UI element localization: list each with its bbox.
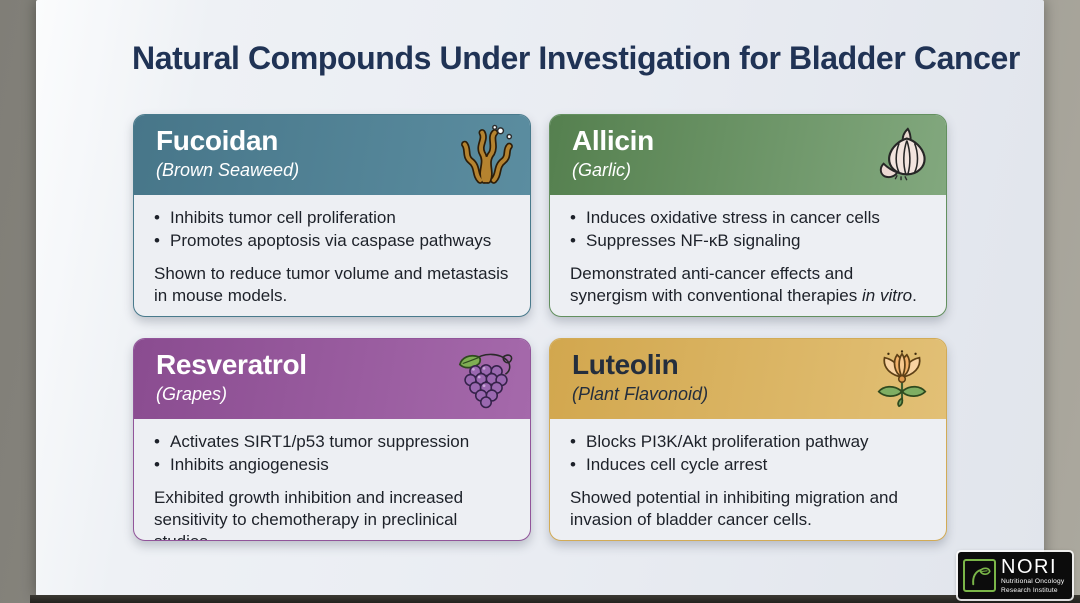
card-fucoidan-body: • Inhibits tumor cell proliferation • Pr… — [134, 195, 530, 315]
bullet-text: Blocks PI3K/Akt proliferation pathway — [586, 432, 869, 451]
card-fucoidan: Fucoidan (Brown Seaweed) — [133, 114, 531, 317]
bullet-marker: • — [570, 231, 576, 251]
card-luteolin: Luteolin (Plant Flavonoid) — [549, 338, 947, 541]
card-resveratrol-body: • Activates SIRT1/p53 tumor suppression … — [134, 419, 530, 540]
card-allicin-header: Allicin (Garlic) — [550, 115, 946, 195]
compound-name: Resveratrol — [156, 349, 307, 380]
card-luteolin-header: Luteolin (Plant Flavonoid) — [550, 339, 946, 419]
card-summary: Showed potential in inhibiting migration… — [570, 488, 898, 530]
bullet-item: • Promotes apoptosis via caspase pathway… — [154, 230, 516, 252]
compound-source: (Grapes) — [156, 383, 228, 404]
bullet-marker: • — [570, 432, 576, 451]
bullet-text: Activates SIRT1/p53 tumor suppression — [170, 432, 470, 451]
card-summary: Demonstrated anti-cancer effects and syn… — [570, 264, 917, 306]
slide-background: Natural Compounds Under Investigation fo… — [36, 0, 1044, 596]
nori-subline2: Research Institute — [1001, 586, 1058, 594]
compound-source: (Garlic) — [572, 159, 631, 180]
card-resveratrol: Resveratrol (Grapes) — [133, 338, 531, 541]
nori-acronym: NORI — [1001, 555, 1057, 578]
bullet-text: Inhibits tumor cell proliferation — [170, 208, 396, 227]
bullet-item: • Inhibits tumor cell proliferation — [154, 207, 516, 229]
bullet-item: • Induces cell cycle arrest — [570, 454, 932, 476]
card-summary: Exhibited growth inhibition and increase… — [154, 488, 464, 540]
bullet-item: • Activates SIRT1/p53 tumor suppression — [154, 431, 516, 453]
bullet-text: Suppresses NF-κB signaling — [586, 231, 801, 251]
leaf-icon — [971, 566, 991, 585]
bullet-text: Inhibits angiogenesis — [170, 455, 329, 475]
grapes-icon — [458, 353, 513, 409]
bullet-marker: • — [154, 432, 160, 451]
screen-bottom-edge — [30, 595, 1080, 603]
bullet-marker: • — [154, 208, 160, 227]
bullet-text: Induces oxidative stress in cancer cells — [586, 208, 880, 227]
nori-logo-text: NORI Nutritional Oncology Research Insti… — [1001, 557, 1064, 595]
card-fucoidan-header: Fucoidan (Brown Seaweed) — [134, 115, 530, 195]
compound-source: (Plant Flavonoid) — [572, 383, 709, 404]
card-resveratrol-header: Resveratrol (Grapes) — [134, 339, 530, 419]
page-title: Natural Compounds Under Investigation fo… — [132, 40, 1020, 76]
card-luteolin-body: • Blocks PI3K/Akt proliferation pathway … — [550, 419, 946, 539]
compound-source: (Brown Seaweed) — [156, 159, 300, 180]
bullet-marker: • — [154, 455, 160, 475]
garlic-icon — [879, 127, 926, 181]
seaweed-icon — [461, 124, 513, 184]
compound-name: Allicin — [572, 125, 654, 156]
compound-name: Fucoidan — [156, 125, 279, 156]
card-allicin-body: • Induces oxidative stress in cancer cel… — [550, 195, 946, 315]
compound-name: Luteolin — [572, 349, 679, 380]
bullet-item: • Suppresses NF-κB signaling — [570, 230, 932, 252]
bullet-text: Induces cell cycle arrest — [586, 455, 768, 475]
nori-logo: NORI Nutritional Oncology Research Insti… — [958, 552, 1072, 599]
bullet-item: • Induces oxidative stress in cancer cel… — [570, 207, 932, 229]
bullet-marker: • — [570, 455, 576, 475]
bullet-text: Promotes apoptosis via caspase pathways — [170, 231, 492, 251]
bullet-marker: • — [570, 208, 576, 227]
card-summary: Shown to reduce tumor volume and metasta… — [154, 264, 509, 306]
flower-icon — [877, 350, 927, 408]
bullet-marker: • — [154, 231, 160, 251]
nori-leaf-frame — [963, 559, 996, 592]
nori-subline1: Nutritional Oncology — [1001, 577, 1065, 585]
cards-grid: Fucoidan (Brown Seaweed) — [133, 114, 947, 541]
bullet-item: • Inhibits angiogenesis — [154, 454, 516, 476]
bullet-item: • Blocks PI3K/Akt proliferation pathway — [570, 431, 932, 453]
card-allicin: Allicin (Garlic) — [549, 114, 947, 317]
